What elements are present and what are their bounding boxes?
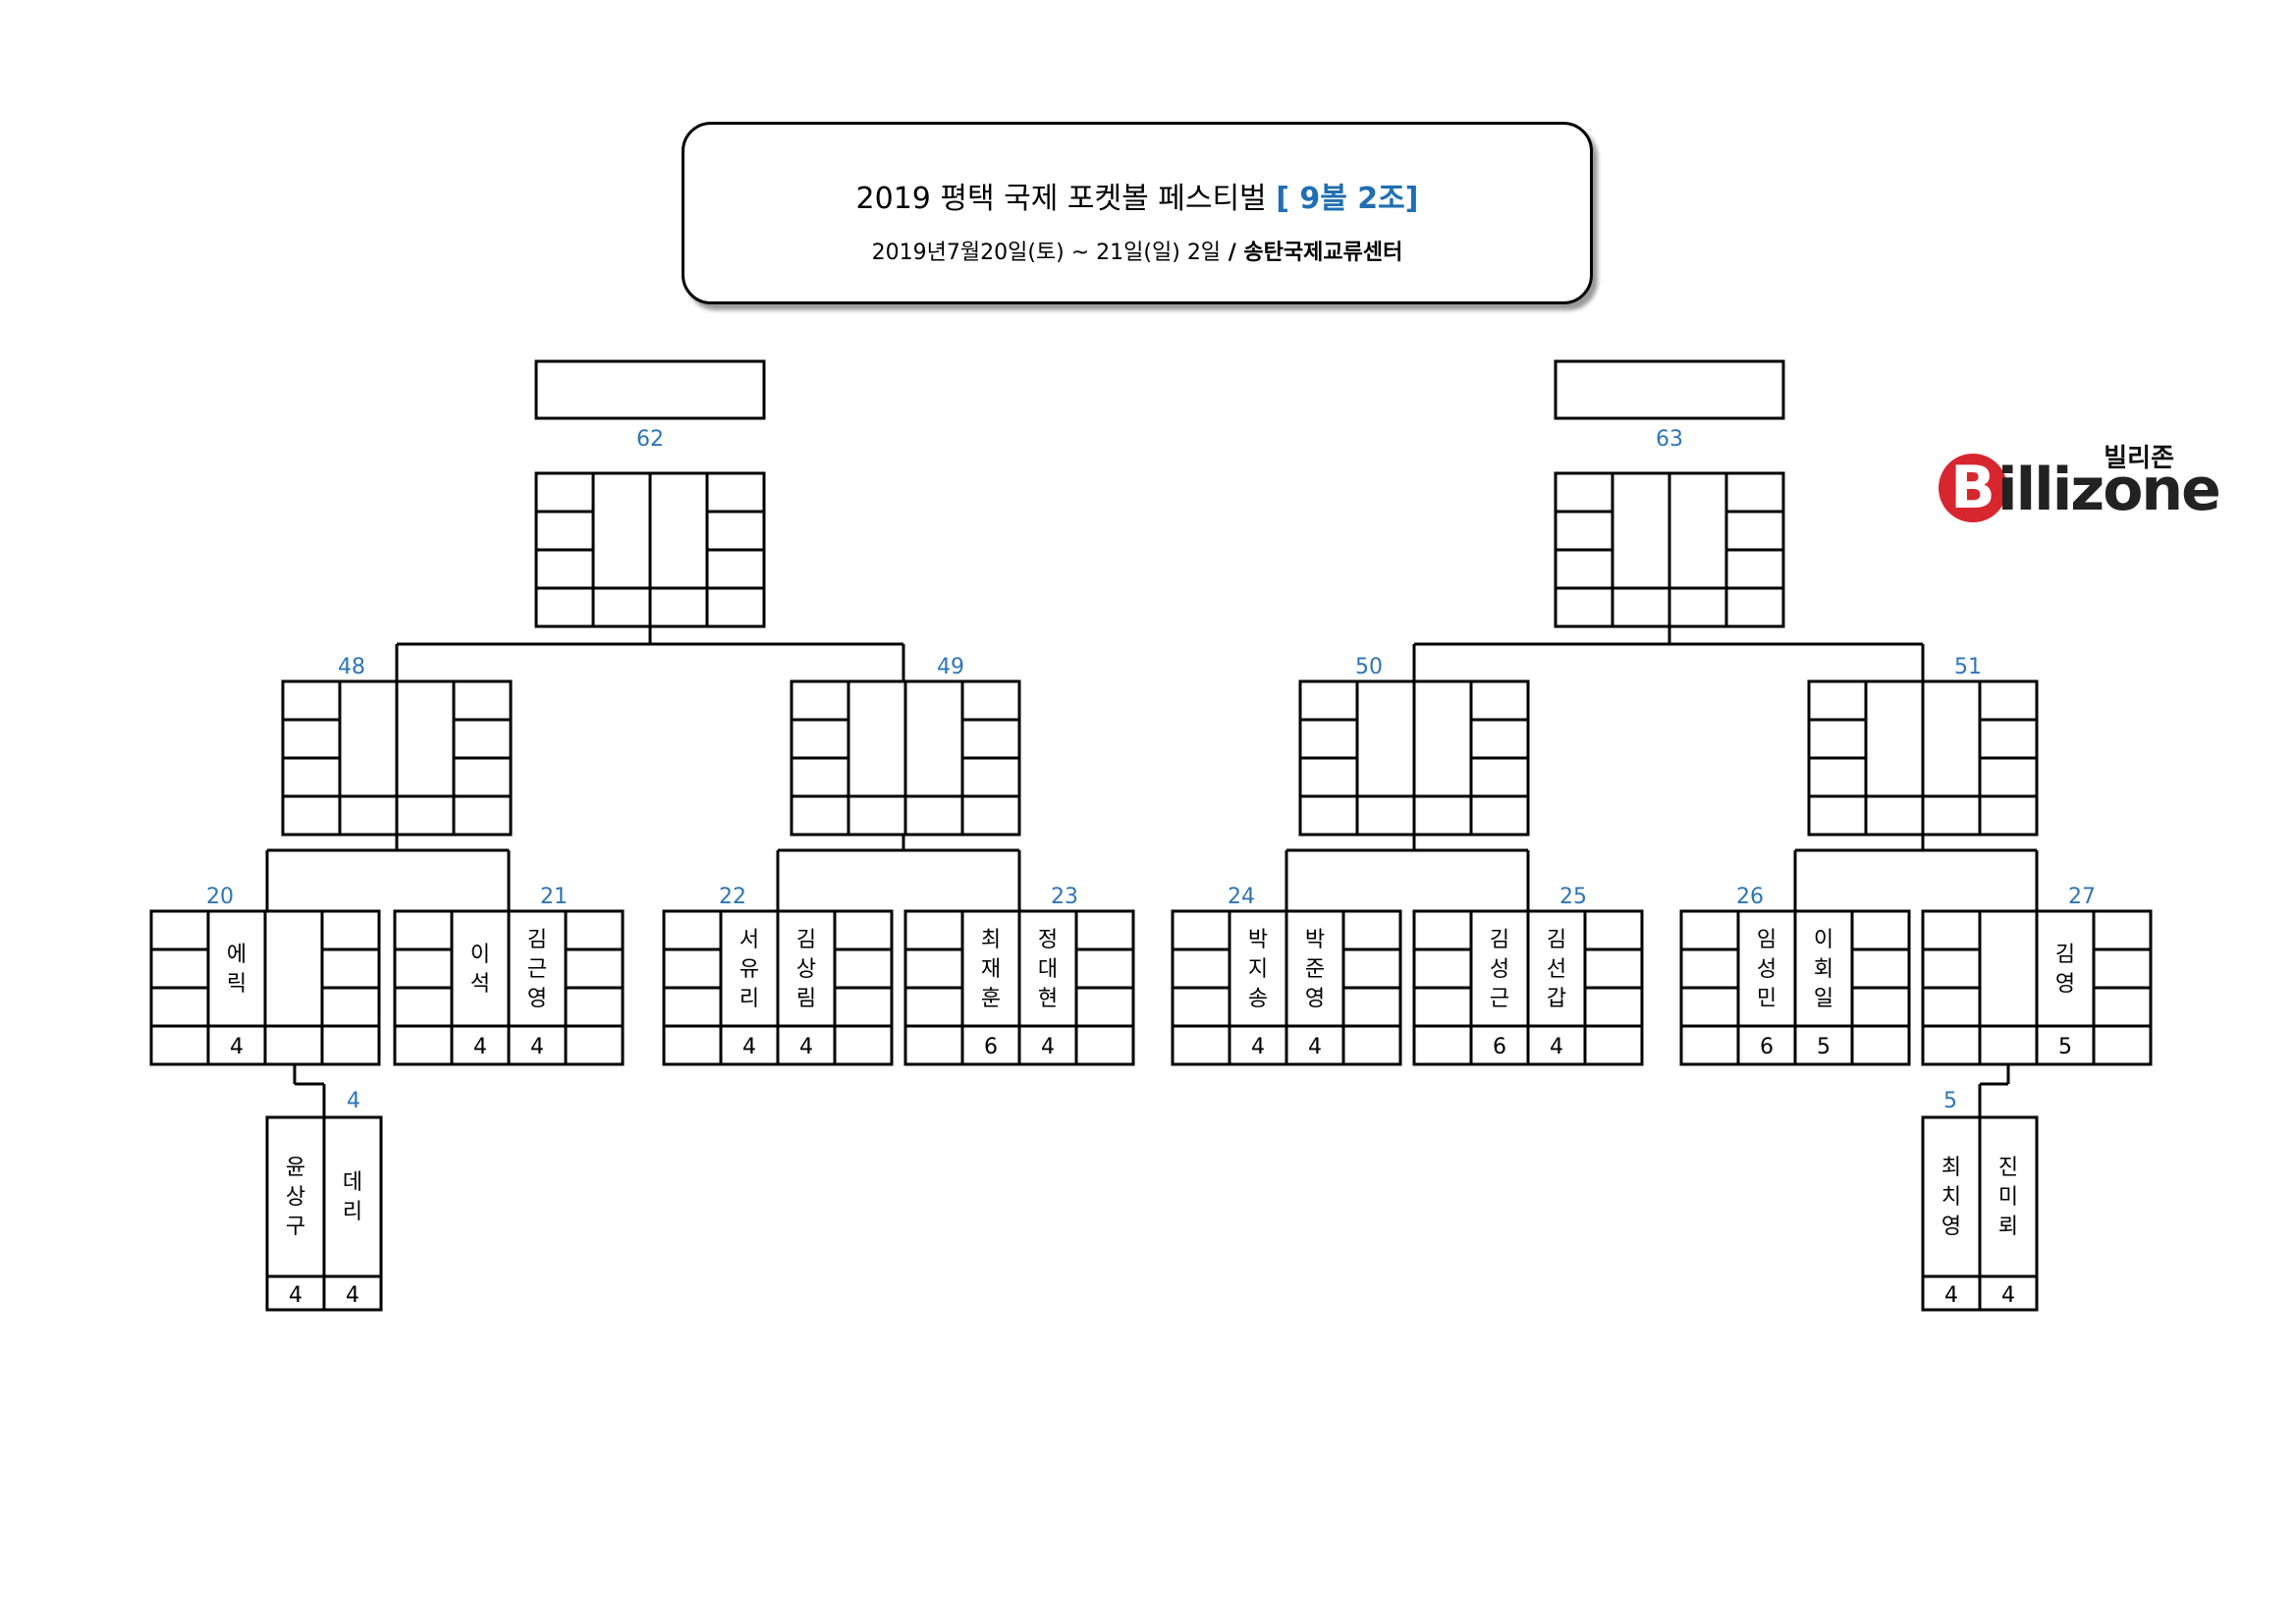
player-name-char: 준	[1305, 957, 1325, 982]
player-score: 4	[346, 1283, 359, 1308]
player-score: 6	[984, 1035, 998, 1059]
event-title: 2019 평택 국제 포켓볼 페스티벌 [ 9볼 2조]	[684, 174, 1590, 217]
match-number-23: 23	[1051, 885, 1078, 909]
player-score: 4	[799, 1035, 813, 1059]
logo-korean-text: 빌리존	[2104, 444, 2174, 473]
player-name-char: 영	[2055, 972, 2075, 997]
player-score: 4	[289, 1283, 302, 1308]
match-number-50: 50	[1355, 655, 1383, 679]
player-name-char: 박	[1248, 928, 1268, 952]
player-name-char: 서	[739, 928, 759, 952]
player-score: 5	[1817, 1035, 1831, 1059]
player-name-char: 근	[1490, 987, 1509, 1011]
player-name-char: 릭	[227, 972, 246, 997]
player-name-char: 성	[1490, 957, 1509, 982]
match-number-22: 22	[719, 885, 746, 909]
player-name-char: 진	[1998, 1156, 2018, 1180]
player-name-char: 상	[796, 957, 816, 982]
match-number-62: 62	[636, 427, 664, 452]
player-name-char: 훈	[981, 987, 1001, 1011]
match-number-5: 5	[1943, 1089, 1957, 1113]
player-name-char: 영	[527, 987, 547, 1011]
match-number-63: 63	[1656, 427, 1683, 452]
player-name-char: 김	[2055, 943, 2075, 967]
player-name-char: 임	[1757, 928, 1777, 952]
player-name-char: 김	[527, 928, 547, 952]
match-number-26: 26	[1736, 885, 1764, 909]
event-division: [ 9볼 2조]	[1276, 182, 1419, 216]
player-name-char: 유	[739, 957, 759, 982]
player-name-char: 대	[1038, 957, 1058, 982]
player-name-char: 영	[1941, 1215, 1961, 1239]
player-name-char: 근	[527, 957, 547, 982]
match-number-51: 51	[1954, 655, 1982, 679]
player-score: 4	[1944, 1283, 1958, 1308]
player-name-char: 재	[981, 957, 1001, 982]
player-name-char: 김	[1490, 928, 1509, 952]
player-name-char: 뢰	[1998, 1215, 2018, 1239]
player-name-char: 이	[1814, 928, 1833, 952]
logo-b-mark: B	[1939, 454, 2007, 522]
match-number-49: 49	[937, 655, 964, 679]
event-dates: 2019년7월20일(토) ~ 21일(일) 2일	[871, 241, 1222, 265]
player-name-char: 성	[1757, 957, 1777, 982]
player-score: 4	[230, 1035, 244, 1059]
event-venue: 송탄국제교류센터	[1243, 241, 1403, 265]
player-name-char: 미	[1998, 1185, 2018, 1210]
player-name-char: 상	[286, 1185, 305, 1210]
player-score: 4	[1041, 1035, 1055, 1059]
player-name-char: 석	[470, 972, 490, 997]
player-name-char: 구	[286, 1215, 305, 1239]
player-score: 4	[1550, 1035, 1563, 1059]
player-name-char: 리	[343, 1200, 362, 1224]
player-name-char: 최	[1941, 1156, 1961, 1180]
match-number-21: 21	[540, 885, 568, 909]
player-name-char: 데	[343, 1170, 362, 1195]
match-number-20: 20	[206, 885, 234, 909]
subtitle-separator: /	[1221, 241, 1244, 265]
player-score: 4	[473, 1035, 487, 1059]
player-name-char: 영	[1305, 987, 1325, 1011]
title-box: 2019 평택 국제 포켓볼 페스티벌 [ 9볼 2조] 2019년7월20일(…	[682, 122, 1593, 304]
final-slot-right	[1554, 359, 1785, 420]
player-name-char: 에	[227, 943, 246, 967]
player-name-char: 이	[470, 943, 490, 967]
player-name-char: 지	[1248, 957, 1268, 982]
match-number-4: 4	[347, 1089, 360, 1113]
player-name-char: 회	[1814, 957, 1833, 982]
player-name-char: 박	[1305, 928, 1325, 952]
player-score: 4	[742, 1035, 756, 1059]
event-title-main: 2019 평택 국제 포켓볼 페스티벌	[855, 182, 1267, 216]
match-number-48: 48	[338, 655, 365, 679]
player-score: 6	[1760, 1035, 1774, 1059]
player-name-char: 민	[1757, 987, 1777, 1011]
player-name-char: 윤	[286, 1156, 305, 1180]
logo-wordmark: illizone	[1997, 456, 2221, 524]
final-slot-left	[534, 359, 766, 420]
player-name-char: 현	[1038, 987, 1058, 1011]
player-name-char: 리	[739, 987, 759, 1011]
match-number-25: 25	[1559, 885, 1587, 909]
match-number-27: 27	[2068, 885, 2096, 909]
player-name-char: 최	[981, 928, 1001, 952]
player-name-char: 김	[796, 928, 816, 952]
player-name-char: 일	[1814, 987, 1833, 1011]
player-score: 4	[2001, 1283, 2015, 1308]
player-score: 4	[1308, 1035, 1322, 1059]
player-score: 4	[1251, 1035, 1265, 1059]
match-number-24: 24	[1228, 885, 1255, 909]
player-name-char: 정	[1038, 928, 1058, 952]
billizone-logo: 빌리존 B illizone	[1939, 438, 2221, 536]
player-score: 4	[530, 1035, 544, 1059]
player-score: 6	[1493, 1035, 1506, 1059]
player-name-char: 김	[1547, 928, 1566, 952]
player-score: 5	[2058, 1035, 2072, 1059]
player-name-char: 선	[1547, 957, 1566, 982]
event-subtitle: 2019년7월20일(토) ~ 21일(일) 2일 / 송탄국제교류센터	[684, 235, 1590, 266]
player-name-char: 림	[796, 987, 816, 1011]
player-name-char: 갑	[1547, 987, 1566, 1011]
player-name-char: 송	[1248, 987, 1268, 1011]
player-name-char: 치	[1941, 1185, 1961, 1210]
